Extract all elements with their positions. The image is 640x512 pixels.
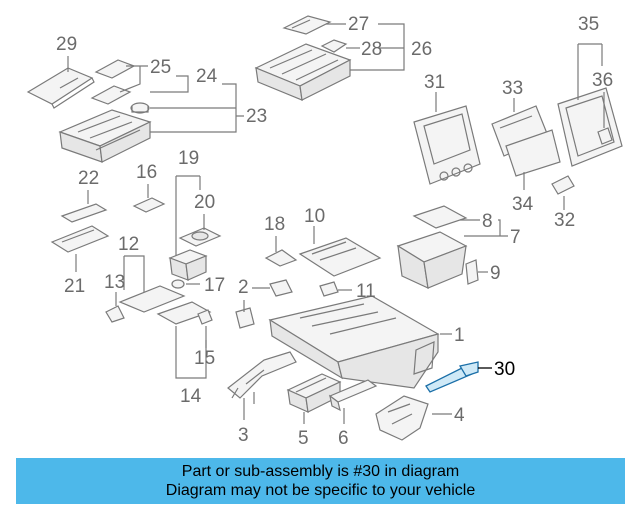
part-2-clip [235, 279, 293, 329]
callout-20: 20 [194, 192, 215, 213]
callout-3: 3 [238, 425, 249, 446]
part-31-bezel [413, 105, 481, 185]
part-23-console-base [58, 109, 152, 163]
callout-33: 33 [502, 78, 523, 99]
leader-35 [577, 43, 603, 100]
callout-21: 21 [64, 276, 85, 297]
part-5-box [286, 373, 342, 413]
callout-23: 23 [246, 106, 267, 127]
callout-17: 17 [204, 275, 225, 296]
part-8-pad [412, 205, 468, 229]
part-4-mount [375, 395, 429, 441]
banner-line-1: Part or sub-assembly is #30 in diagram [181, 463, 460, 480]
part-16-pad [132, 197, 166, 213]
callout-31: 31 [424, 72, 445, 93]
leader-26 [350, 23, 405, 71]
part-22-pad [60, 203, 108, 223]
callout-19: 19 [178, 148, 199, 169]
part-13-clip [105, 305, 125, 323]
callout-10: 10 [304, 206, 325, 227]
part-18-clip [264, 249, 298, 267]
callout-6: 6 [338, 428, 349, 449]
part-7-bin [396, 231, 468, 290]
callout-26: 26 [411, 39, 432, 60]
callout-8: 8 [482, 211, 493, 232]
part-17-button [171, 279, 185, 289]
part-21-tray [50, 225, 110, 253]
part-32-clip [551, 175, 575, 195]
callout-29: 29 [56, 34, 77, 55]
part-26-lid [254, 43, 352, 101]
callout-12: 12 [118, 234, 139, 255]
callout-15: 15 [194, 348, 215, 369]
callout-35: 35 [578, 14, 599, 35]
part-28-clip [320, 39, 348, 53]
part-6-trim [328, 379, 378, 412]
callout-14: 14 [180, 386, 202, 407]
callout-1: 1 [454, 325, 465, 346]
callout-24: 24 [196, 66, 218, 87]
callout-4: 4 [454, 405, 465, 426]
parts-diagram: 29 25 24 23 27 28 26 31 33 35 36 34 32 2… [26, 14, 623, 449]
callout-18: 18 [264, 214, 285, 235]
leader-7 [464, 219, 508, 237]
part-12-tray [118, 285, 186, 313]
part-14-trim [156, 301, 212, 325]
callout-11: 11 [356, 281, 376, 302]
banner-line-2: Diagram may not be specific to your vehi… [165, 482, 476, 499]
part-23-knob [130, 102, 150, 114]
leader-19 [175, 175, 201, 258]
callout-34: 34 [512, 194, 534, 215]
callout-16: 16 [136, 162, 157, 183]
part-3-bracket [227, 351, 297, 399]
leader-25 [119, 65, 148, 93]
part-34-support [505, 129, 561, 177]
callout-36: 36 [592, 70, 613, 91]
callout-5: 5 [298, 428, 309, 449]
part-10-panel [298, 237, 382, 277]
callout-9: 9 [490, 263, 501, 284]
callout-27: 27 [348, 14, 369, 35]
part-35-door [557, 87, 623, 167]
part-25-trays [90, 59, 136, 105]
leader-24 [150, 75, 189, 93]
callout-7: 7 [510, 227, 521, 248]
part-1-console [268, 295, 440, 389]
part-29-mat [26, 67, 95, 109]
part-30-highlighted [425, 361, 480, 393]
part-36-latch [597, 127, 613, 145]
leader-12 [123, 255, 145, 294]
part-27-tray [282, 15, 332, 35]
leader-3 [243, 392, 255, 420]
part-15-clip [197, 309, 213, 325]
callout-30: 30 [494, 359, 515, 380]
leader-2 [243, 287, 270, 312]
callout-25: 25 [150, 57, 171, 78]
callout-2: 2 [238, 277, 249, 298]
leader-14 [175, 326, 207, 379]
callout-28: 28 [361, 39, 382, 60]
callout-32: 32 [554, 210, 575, 231]
info-banner: Part or sub-assembly is #30 in diagram D… [16, 458, 625, 504]
callout-22: 22 [78, 168, 99, 189]
part-20-cupholder [178, 227, 222, 247]
part-19-insert [168, 249, 208, 281]
leader-23 [150, 83, 244, 133]
part-11-clip [319, 281, 339, 297]
callout-13: 13 [104, 272, 125, 293]
part-9-clip [465, 259, 479, 285]
